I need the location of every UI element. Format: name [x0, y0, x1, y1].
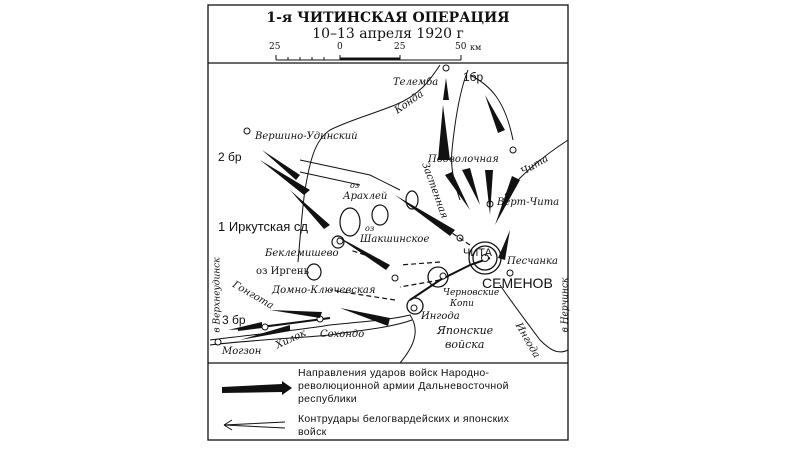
scale-tick: 50: [455, 42, 467, 52]
scale-tick: 25: [394, 42, 406, 52]
label-podvolochnaya: Подволочная: [428, 154, 499, 165]
label-kopi: Копи: [450, 299, 474, 309]
legend-counter-arrow: [223, 419, 286, 431]
rivers: [209, 64, 569, 364]
label-irgen: оз Иргень: [256, 266, 310, 277]
label-br2: 2 бр: [218, 150, 242, 164]
scale-tick: 25: [269, 42, 281, 52]
label-chernovskie: Черновские: [443, 288, 500, 298]
scale-tick: 0: [337, 42, 343, 52]
map-frame: [207, 4, 569, 441]
legend-line: войск: [298, 426, 327, 438]
label-troops: войска: [445, 338, 485, 351]
label-br3: 3 бр: [222, 313, 246, 327]
scale-bar: [275, 55, 462, 61]
label-beklemishevo: Беклемишево: [265, 248, 339, 259]
label-nerchinsk: в Нерчинск: [560, 277, 571, 333]
label-mozgon: Могзон: [222, 346, 262, 357]
attack-arrows: [228, 78, 520, 340]
label-sokhondo: Сохондо: [320, 329, 365, 340]
label-arakhley: Арахлей: [343, 191, 388, 202]
legend-counter-text: Контрудары белогвардейских и японских во…: [298, 413, 509, 439]
legend-line: Контрудары белогвардейских и японских: [298, 413, 510, 425]
label-telemba: Телемба: [393, 77, 439, 88]
legend-attack-arrow: [222, 381, 292, 395]
map-title: 1-я ЧИТИНСКАЯ ОПЕРАЦИЯ: [266, 10, 510, 26]
label-domno: Домно-Ключевская: [272, 285, 376, 296]
label-shakshin-oz: оз: [365, 224, 375, 233]
label-arakhley-oz: оз: [350, 181, 360, 190]
label-peschanka: Песчанка: [507, 256, 558, 267]
map-dates: 10–13 апреля 1920 г: [312, 26, 464, 42]
label-verkhneudinsk: в Верхнеудинск: [212, 257, 223, 333]
legend-line: Направления ударов войск Народно-: [298, 367, 490, 379]
label-irkutsk-division: 1 Иркутская сд: [218, 219, 308, 234]
legend-line: республики: [298, 393, 357, 405]
label-shakshin: Шакшинское: [360, 234, 430, 245]
scale-unit: км: [470, 43, 482, 52]
legend-line: революционной армии Дальневосточной: [298, 380, 509, 392]
label-vershino: Вершино-Удинский: [255, 131, 358, 142]
lakes: [306, 190, 419, 281]
label-ingoda: Ингода: [421, 311, 460, 322]
legend-attack-text: Направления ударов войск Народно- револю…: [298, 367, 509, 406]
label-br1: 1бр: [463, 70, 484, 84]
thin-arrows: [299, 74, 514, 191]
label-chita: ЧИТА: [463, 247, 492, 259]
label-japanese: Японские: [437, 324, 494, 337]
counterattack-arrows: [329, 224, 471, 301]
label-vert-chita: Верт-Чита: [497, 197, 560, 208]
label-semenov: СЕМЕНОВ: [482, 275, 553, 291]
